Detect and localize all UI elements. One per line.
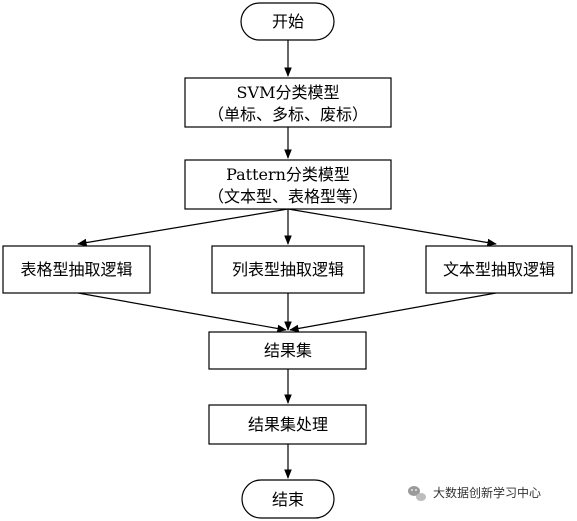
- node-result-set: 结果集: [208, 331, 367, 370]
- node-start: 开始: [240, 2, 335, 41]
- node-start-label: 开始: [272, 12, 304, 31]
- node-text-logic: 文本型抽取逻辑: [425, 245, 573, 294]
- node-result-process: 结果集处理: [208, 404, 367, 445]
- node-table-logic: 表格型抽取逻辑: [2, 245, 151, 294]
- node-svm-line2: （单标、多标、废标）: [208, 105, 368, 124]
- node-pattern-line2: （文本型、表格型等）: [208, 187, 368, 206]
- node-table-logic-label: 表格型抽取逻辑: [20, 260, 132, 279]
- node-svm-line1: SVM分类模型: [237, 83, 340, 102]
- wechat-icon: [408, 486, 426, 501]
- node-pattern-model: Pattern分类模型 （文本型、表格型等）: [184, 159, 392, 210]
- node-result-set-label: 结果集: [264, 341, 312, 360]
- edges: [77, 40, 497, 479]
- node-text-logic-label: 文本型抽取逻辑: [443, 260, 555, 279]
- watermark-text: 大数据创新学习中心: [433, 485, 541, 500]
- node-result-process-label: 结果集处理: [248, 415, 328, 434]
- node-list-logic: 列表型抽取逻辑: [211, 245, 365, 294]
- node-pattern-line1: Pattern分类模型: [226, 165, 350, 184]
- edge-pattern-text: [287, 208, 497, 247]
- node-list-logic-label: 列表型抽取逻辑: [232, 260, 344, 279]
- edge-pattern-table: [77, 208, 289, 247]
- node-end: 结束: [241, 479, 335, 519]
- node-end-label: 结束: [272, 490, 304, 509]
- edge-text-result: [289, 292, 497, 333]
- node-svm-model: SVM分类模型 （单标、多标、废标）: [184, 77, 392, 128]
- edge-table-result: [77, 292, 287, 333]
- watermark: 大数据创新学习中心: [408, 485, 541, 501]
